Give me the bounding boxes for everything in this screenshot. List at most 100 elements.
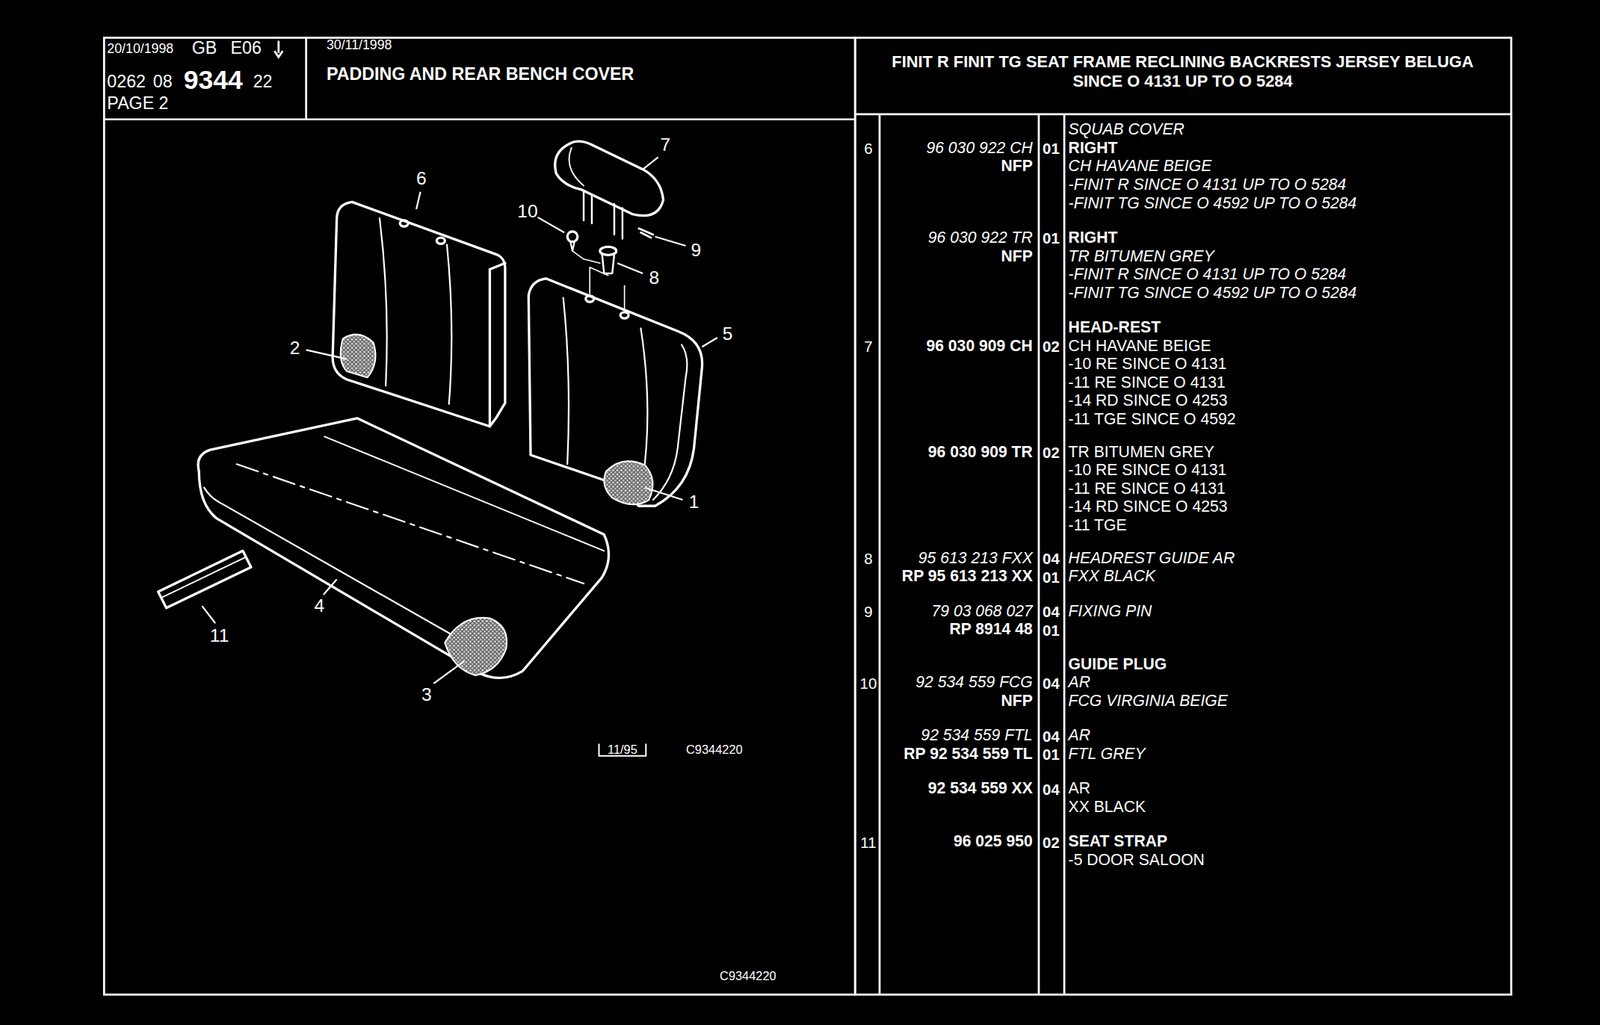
bench-cushion <box>198 418 609 679</box>
part-description: -10 RE SINCE O 4131 <box>1068 356 1228 373</box>
leader-line <box>323 579 338 595</box>
part-description: -11 TGE <box>1068 517 1127 534</box>
part-description: XX BLACK <box>1068 798 1147 815</box>
item-number: 9 <box>863 603 873 619</box>
part-description: RIGHT <box>1068 139 1118 156</box>
part-description: -5 DOOR SALOON <box>1068 851 1205 868</box>
callout-number: 2 <box>289 338 301 358</box>
backrest-left <box>332 201 506 426</box>
headrest-post <box>583 192 623 240</box>
headrest-hole <box>620 312 629 319</box>
part-description: -14 RD SINCE O 4253 <box>1068 393 1228 409</box>
part-description: SQUAB COVER <box>1068 121 1185 138</box>
fixing-pin <box>638 228 654 238</box>
part-description: -FINIT TG SINCE O 4592 UP TO O 5284 <box>1068 284 1358 301</box>
header-rule <box>854 113 1512 116</box>
headrest-hole <box>399 220 409 227</box>
item-number: 7 <box>863 338 873 354</box>
seam-line <box>563 298 648 480</box>
header-text: 22 <box>253 73 273 91</box>
part-description: FTL GREY <box>1068 745 1146 762</box>
head-rest <box>569 147 585 187</box>
header-text: FINIT R FINIT TG SEAT FRAME RECLINING BA… <box>891 53 1473 71</box>
part-description: AR <box>1068 674 1091 691</box>
seam-line <box>236 464 584 584</box>
part-number: 96 030 909 TR <box>928 443 1033 460</box>
part-description: SEAT STRAP <box>1068 834 1168 850</box>
callout-number: 10 <box>517 201 538 221</box>
part-description: HEAD-REST <box>1068 319 1161 336</box>
leader-line <box>617 263 643 274</box>
part-description: -14 RD SINCE O 4253 <box>1068 499 1228 515</box>
headrest-hole <box>585 295 595 302</box>
column-rule <box>1038 114 1041 995</box>
part-number: RP 95 613 213 XX <box>902 568 1033 585</box>
item-number: 6 <box>863 140 873 156</box>
left-panel <box>103 38 855 996</box>
leader-line <box>655 236 687 246</box>
part-number: 96 030 909 CH <box>925 337 1033 354</box>
seam-line <box>379 218 452 405</box>
part-description: CH HAVANE BEIGE <box>1068 158 1213 175</box>
headrest-hole <box>436 237 445 244</box>
quantity: 04 <box>1042 603 1060 619</box>
figure-reference: C9344220 <box>719 970 777 983</box>
part-description: RIGHT <box>1068 230 1118 246</box>
header-text: E06 <box>230 39 262 57</box>
date-bracket <box>599 743 647 756</box>
header-text: 08 <box>153 73 173 91</box>
part-number: 96 025 950 <box>953 834 1033 850</box>
part-description: CH HAVANE BEIGE <box>1068 337 1212 354</box>
part-number: 95 613 213 FXX <box>918 550 1033 566</box>
page-title: PADDING AND REAR BENCH COVER <box>326 65 634 83</box>
guide-plug <box>570 242 574 252</box>
quantity: 04 <box>1042 780 1060 796</box>
part-description: -FINIT TG SINCE O 4592 UP TO O 5284 <box>1068 195 1358 211</box>
quantity: 01 <box>1042 746 1060 762</box>
quantity: 02 <box>1042 834 1060 849</box>
part-description: GUIDE PLUG <box>1068 656 1168 672</box>
callout-number: 3 <box>421 686 432 705</box>
leader-line <box>201 606 216 624</box>
part-description: AR <box>1068 780 1091 797</box>
quantity: 01 <box>1042 621 1060 637</box>
callout-number: 6 <box>416 169 427 189</box>
header-text: SINCE O 4131 UP TO O 5284 <box>1072 73 1293 90</box>
part-number: NFP <box>1000 158 1033 175</box>
callout-number: 9 <box>690 240 701 260</box>
arrow-mark <box>277 41 280 54</box>
seat-drawing <box>158 141 703 678</box>
seat-strap <box>161 557 246 599</box>
assembly-line <box>572 251 601 264</box>
callout-number: 8 <box>648 268 660 287</box>
header-text: 30/11/1998 <box>326 37 393 51</box>
part-description: -11 TGE SINCE O 4592 <box>1068 411 1237 428</box>
part-number: NFP <box>1000 692 1033 709</box>
padding-patch <box>340 334 376 379</box>
part-description: FIXING PIN <box>1068 603 1153 619</box>
item-number: 8 <box>863 550 873 566</box>
quantity: 01 <box>1042 568 1060 584</box>
quantity: 02 <box>1042 338 1060 354</box>
part-number: NFP <box>1000 248 1033 264</box>
leader-line <box>701 337 717 347</box>
part-description: TR BITUMEN GREY <box>1068 443 1215 460</box>
padding-patch <box>444 618 507 676</box>
seam-line <box>324 436 604 551</box>
part-number: 79 03 068 027 <box>931 603 1033 619</box>
callout-number: 5 <box>722 324 734 344</box>
callout-number: 7 <box>659 136 671 155</box>
item-number: 10 <box>860 674 878 690</box>
assembly-line <box>589 267 625 311</box>
sheet-frame <box>103 38 1512 996</box>
part-description: FXX BLACK <box>1068 568 1156 585</box>
leader-line <box>433 661 465 684</box>
part-number: 96 030 922 CH <box>925 139 1033 156</box>
quantity: 04 <box>1042 550 1060 566</box>
part-description: -11 RE SINCE O 4131 <box>1068 480 1226 497</box>
header-text: PAGE 2 <box>106 94 169 112</box>
quantity: 04 <box>1042 674 1060 690</box>
seat-strap <box>158 550 252 608</box>
part-number: RP 8914 48 <box>949 621 1033 638</box>
